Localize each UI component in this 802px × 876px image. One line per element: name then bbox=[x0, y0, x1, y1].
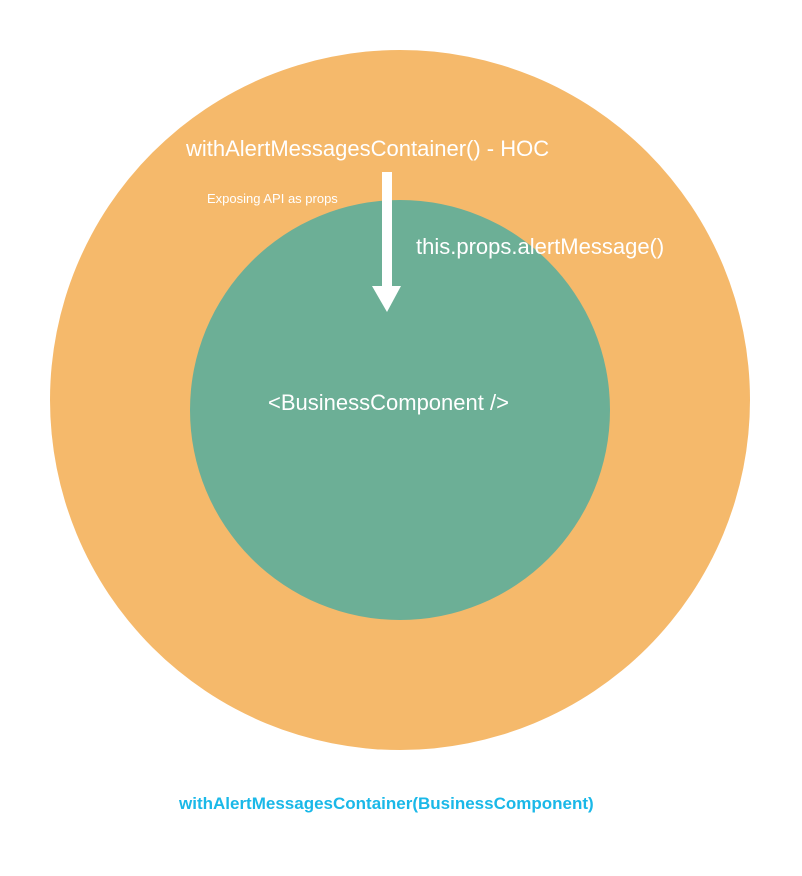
arrow-head bbox=[372, 286, 401, 312]
arrow-shaft bbox=[382, 172, 392, 287]
diagram-caption: withAlertMessagesContainer(BusinessCompo… bbox=[179, 794, 594, 813]
props-api-label: this.props.alertMessage() bbox=[416, 234, 665, 259]
hoc-label: withAlertMessagesContainer() - HOC bbox=[186, 136, 550, 161]
arrow-label: Exposing API as props bbox=[207, 191, 338, 206]
inner-component-circle bbox=[190, 200, 610, 620]
business-component-label: <BusinessComponent /> bbox=[268, 390, 509, 415]
